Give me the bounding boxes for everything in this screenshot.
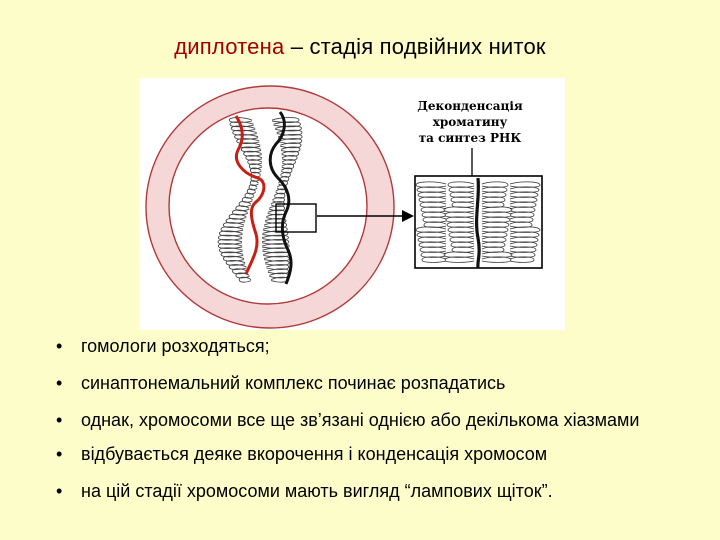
bullet-text-5: на цій стадії хромосоми мають вигляд “ла…	[81, 481, 553, 501]
bullet-item-5: • на цій стадії хромосоми мають вигляд “л…	[52, 480, 692, 502]
chromatin-loops	[217, 117, 303, 283]
bullet-text-1: гомологи розходяться;	[81, 336, 270, 356]
zoom-arrow-head	[402, 210, 414, 222]
chromatin-loop	[246, 188, 256, 195]
bullet-marker: •	[56, 481, 63, 501]
bullet-text-2: синаптонемальний комплекс починає розпад…	[81, 373, 506, 393]
bullet-text-4: відбувається деяке вкорочення і конденса…	[81, 444, 548, 464]
bullet-marker: •	[56, 373, 63, 393]
diplotene-diagram: Деконденсація хроматину та синтез РНК	[145, 85, 543, 329]
callout-line-3: та синтез РНК	[419, 131, 522, 145]
magnified-loops	[415, 181, 541, 263]
chromatin-loop	[238, 201, 252, 207]
chromatin-loop	[241, 196, 253, 203]
title-term: диплотена	[174, 34, 285, 59]
chromatin-loop	[248, 184, 258, 191]
bullet-item-1: • гомологи розходяться;	[52, 335, 692, 357]
bullet-marker: •	[56, 336, 63, 356]
bullet-item-2: • синаптонемальний комплекс починає розпа…	[52, 372, 692, 394]
diplotene-figure: Деконденсація хроматину та синтез РНК	[140, 78, 565, 330]
nucleus-inner	[168, 107, 368, 305]
red-chromatid	[234, 115, 266, 275]
bullet-marker: •	[56, 410, 63, 430]
magnified-loop	[444, 256, 475, 263]
black-chromatid	[268, 111, 293, 285]
bullet-list: • гомологи розходяться; • синаптонемальний…	[52, 335, 692, 517]
title-rest: – стадія подвійних ниток	[284, 34, 546, 59]
chromatin-loop	[232, 268, 249, 275]
chromatin-loop	[235, 272, 250, 279]
magnified-loop	[421, 256, 447, 263]
zoom-selection-box	[275, 203, 317, 233]
magnified-axis	[474, 177, 481, 269]
bullet-marker: •	[56, 444, 63, 464]
bullet-item-3: • однак, хромосоми все ще зв’язані однією…	[52, 409, 692, 431]
callout-line-2: хроматину	[433, 115, 508, 129]
magnified-loop	[509, 256, 535, 263]
bullet-text-3: однак, хромосоми все ще зв’язані однією …	[81, 410, 640, 430]
magnified-loop	[481, 256, 512, 263]
callout-line-1: Деконденсація	[417, 99, 523, 113]
slide-title: диплотена – стадія подвійних ниток	[0, 34, 720, 60]
chromatin-loop	[244, 192, 255, 199]
chromatin-loop	[238, 276, 252, 283]
bullet-item-4: • відбувається деяке вкорочення і конденс…	[52, 443, 692, 465]
